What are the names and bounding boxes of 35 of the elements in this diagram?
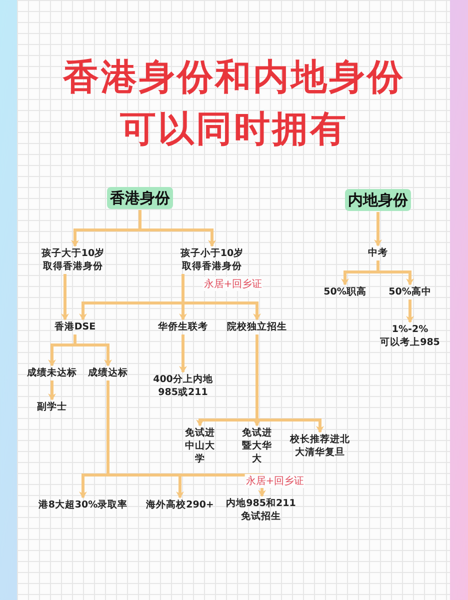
step-label: 成绩达标 xyxy=(88,366,128,380)
step-label: 海外高校290+ xyxy=(146,498,214,512)
heading-label: 内地身份 xyxy=(345,189,411,211)
arrow xyxy=(61,274,69,320)
step-label: 50%高中 xyxy=(388,286,432,298)
title: 香港身份和内地身份可以同时拥有 xyxy=(62,56,406,152)
arrow xyxy=(74,334,112,366)
step-label: 成绩未达标 xyxy=(27,366,77,380)
step-label: 香港DSE xyxy=(54,320,96,334)
arrow xyxy=(48,380,56,400)
edge-label: 永居+回乡证 xyxy=(244,474,306,488)
arrow xyxy=(182,274,261,320)
step-label: 孩子小于10岁取得香港身份 xyxy=(179,247,245,273)
heading-label: 香港身份 xyxy=(107,187,173,209)
step-label: 1%-2%可以考上985 xyxy=(379,323,441,349)
step-label: 院校独立招生 xyxy=(227,320,287,334)
step-label: 免试进中山大学 xyxy=(184,426,216,466)
step-label: 校长推荐进北大清华复旦 xyxy=(290,433,350,459)
arrow xyxy=(406,300,414,323)
edge-label: 永居+回乡证 xyxy=(202,277,264,291)
arrow xyxy=(179,334,187,373)
arrow xyxy=(138,210,216,247)
step-label: 孩子大于10岁取得香港身份 xyxy=(40,247,106,273)
step-label: 400分上内地985或211 xyxy=(152,373,214,399)
arrow xyxy=(374,212,382,246)
step-label: 内地985和211免试招生 xyxy=(224,497,298,523)
arrow xyxy=(256,334,324,433)
step-label: 港8大超30%录取率 xyxy=(38,498,128,512)
step-label: 华侨生联考 xyxy=(158,320,208,334)
arrow xyxy=(376,260,414,286)
step-label: 50%职高 xyxy=(324,286,366,298)
step-label: 免试进暨大华大 xyxy=(240,426,274,466)
step-label: 中考 xyxy=(368,246,388,260)
arrow xyxy=(106,380,266,497)
step-label: 副学士 xyxy=(37,400,67,414)
